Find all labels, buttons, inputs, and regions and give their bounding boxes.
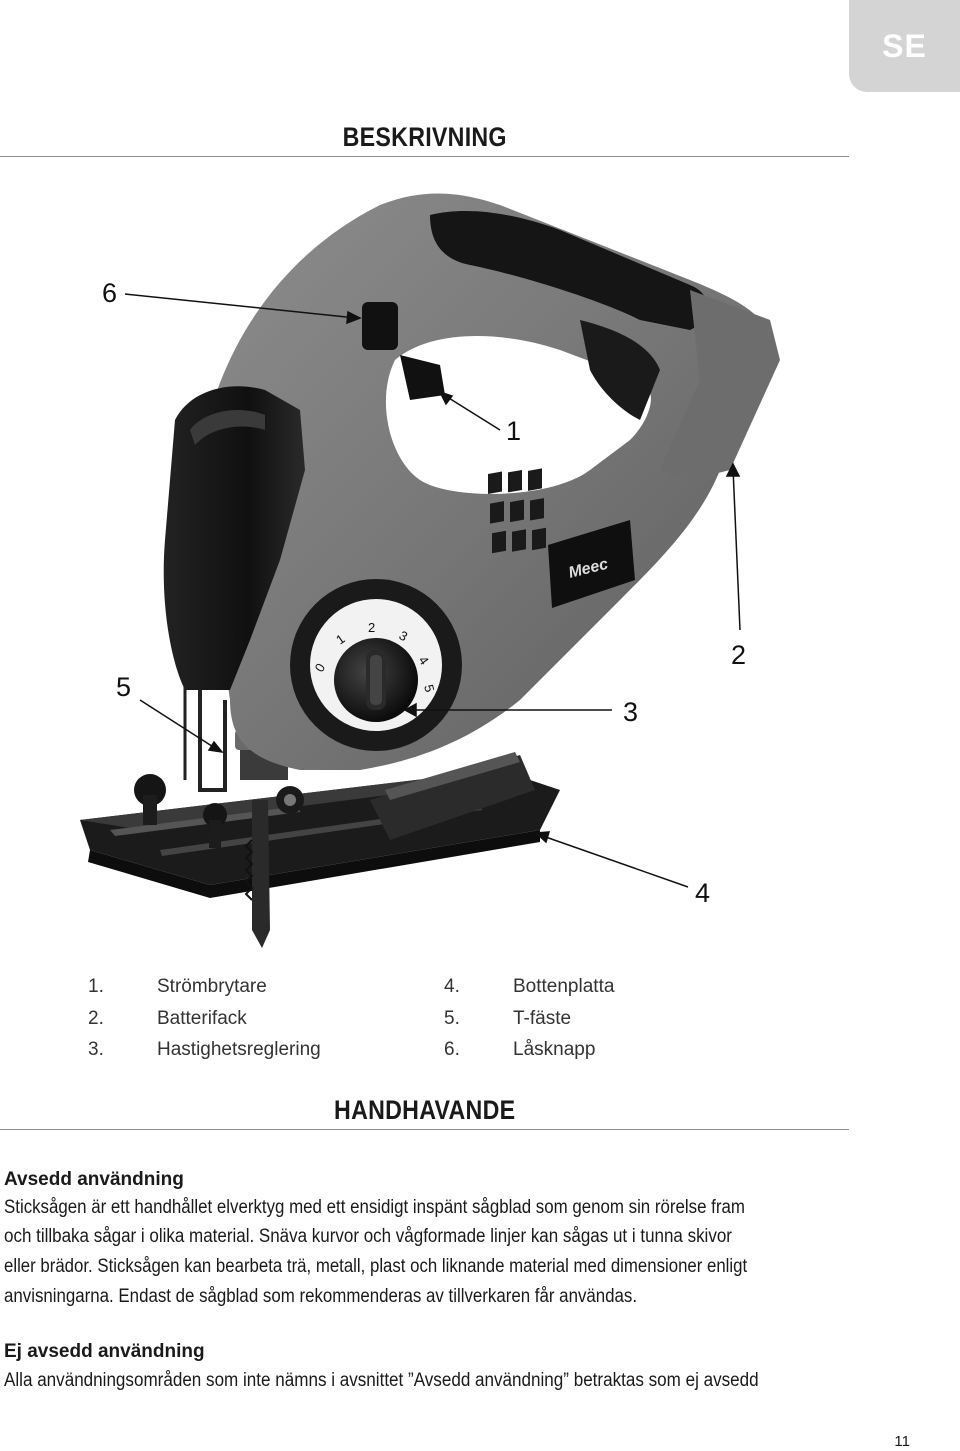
callout-2: 2: [731, 640, 747, 670]
legend-number: 4.: [444, 976, 460, 997]
paragraph-line: Sticksågen är ett handhållet elverktyg m…: [4, 1197, 745, 1218]
callout-6: 6: [102, 278, 118, 308]
section-divider: [0, 156, 849, 157]
legend-number: 3.: [88, 1039, 104, 1060]
legend-label: T-fäste: [513, 1008, 572, 1029]
trigger-shape: [400, 355, 445, 400]
legend-label: Bottenplatta: [513, 976, 615, 997]
brand-plate-shape: [548, 520, 635, 608]
legend-number: 5.: [444, 1008, 460, 1029]
intended-use-heading: Avsedd användning: [4, 1169, 184, 1190]
jigsaw-illustration: 0 1 2 3 4 5 Meec: [0, 176, 960, 966]
legend-number: 2.: [88, 1008, 104, 1029]
vent-grille-shape: [488, 468, 546, 554]
legend-number: 6.: [444, 1039, 460, 1060]
callout-3: 3: [623, 697, 639, 727]
legend-label: Strömbrytare: [157, 976, 267, 997]
paragraph-line: anvisningarna. Endast de sågblad som rek…: [4, 1286, 638, 1307]
paragraph-line: och tillbaka sågar i olika material. Snä…: [4, 1226, 732, 1247]
handle-opening-shape: [385, 336, 651, 494]
battery-pack-shape: [660, 290, 780, 480]
handle-grip-shape: [430, 210, 708, 330]
non-intended-use-heading: Ej avsedd användning: [4, 1341, 205, 1362]
front-housing-shape: [163, 386, 305, 690]
paragraph-line: Alla användningsområden som inte nämns i…: [4, 1370, 759, 1391]
callout-4: 4: [695, 878, 711, 908]
legend-label: Låsknapp: [513, 1039, 596, 1060]
dial-number: 2: [368, 620, 375, 635]
page-number: 11: [894, 1433, 910, 1450]
callout-5: 5: [116, 672, 132, 702]
callout-lines: [124, 293, 741, 888]
section-title-description: BESKRIVNING: [342, 122, 507, 152]
callout-1: 1: [506, 416, 522, 446]
legend-label: Batterifack: [157, 1008, 247, 1029]
paragraph-line: eller brädor. Sticksågen kan bearbeta tr…: [4, 1256, 748, 1277]
saw-blade-shape: [252, 800, 270, 948]
section-divider: [0, 1129, 849, 1130]
section-title-operation: HANDHAVANDE: [334, 1095, 516, 1125]
dial-number: 5: [421, 683, 437, 694]
bevel-bracket-shape: [370, 755, 535, 840]
legend-number: 1.: [88, 976, 104, 997]
language-tab: SE: [849, 0, 960, 92]
legend-label: Hastighetsreglering: [157, 1039, 321, 1060]
lock-button-shape: [362, 302, 398, 350]
